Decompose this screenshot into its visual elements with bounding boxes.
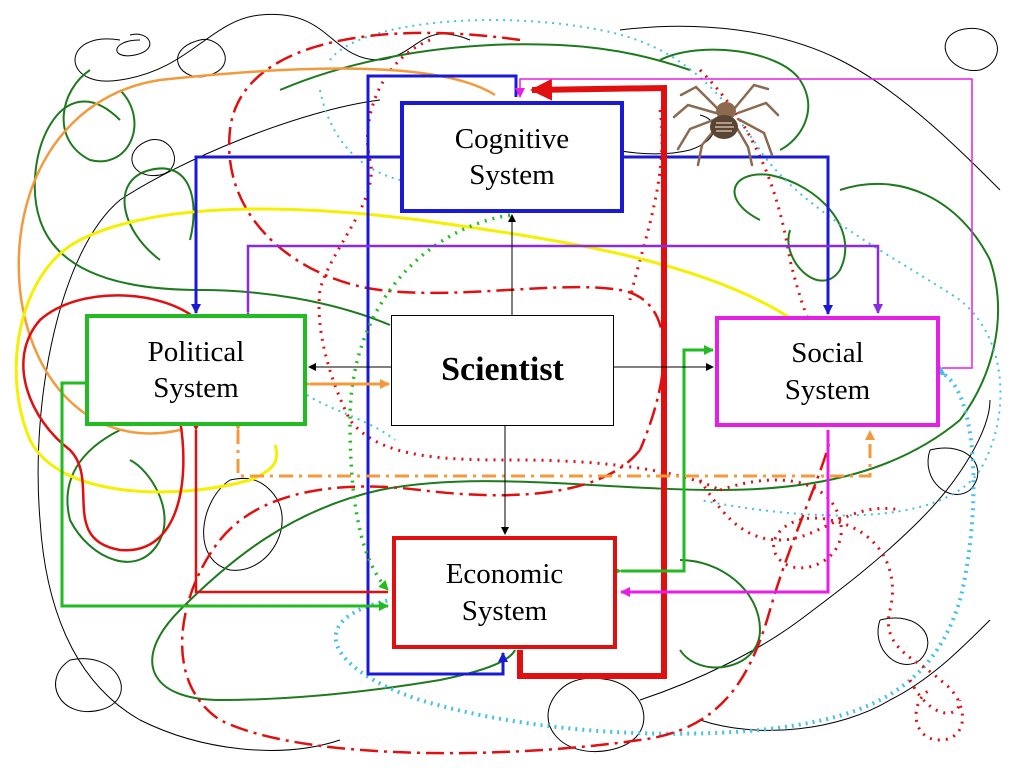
red-dotted-curve	[698, 479, 901, 542]
scribble-line	[203, 477, 283, 571]
red-dash-dot-curve	[180, 439, 832, 755]
dark-green-curve	[62, 69, 136, 163]
magenta-connectors	[620, 430, 830, 597]
blue-connectors	[191, 74, 833, 676]
yellow-curve	[14, 207, 791, 494]
magenta-connector-social-to-economic	[620, 430, 830, 597]
light-blue-thick-dotted-connector	[333, 363, 976, 736]
dark-green-curve	[839, 182, 1000, 421]
red-thick-connector-economic-to-cognitive	[517, 78, 667, 679]
node-social-system: Social System	[715, 316, 940, 427]
scribble-line	[639, 399, 991, 701]
scribble-line	[131, 139, 175, 177]
node-cognitive-system: Cognitive System	[400, 101, 624, 213]
node-label-line: Political	[147, 335, 245, 368]
node-political-system: Political System	[85, 314, 307, 426]
scribble-line	[877, 617, 929, 665]
node-label-line: Cognitive	[454, 122, 570, 155]
purple-connector-political-social	[243, 244, 883, 321]
orange-dashed-connector-political-social	[233, 421, 875, 478]
node-label: Scientist	[441, 351, 564, 389]
scribble-line	[116, 33, 151, 57]
scientist-arrows	[308, 214, 714, 535]
scribble-line	[619, 25, 1001, 191]
node-label-line: System	[469, 159, 555, 191]
scribble-line	[74, 13, 471, 82]
node-label-line: System	[461, 594, 548, 627]
dark-green-curve	[279, 43, 691, 91]
scribble-line	[927, 447, 979, 495]
dark-green-curve	[679, 559, 762, 669]
dark-green-curve	[123, 167, 195, 261]
dark-green-curve	[733, 173, 847, 282]
blue-connector-cognitive-to-social	[624, 155, 833, 315]
dark-green-curve	[66, 429, 166, 563]
light-blue-dotted-curve	[319, 89, 401, 181]
scribble-line	[37, 99, 381, 751]
spider-icon	[672, 83, 780, 167]
blue-connector-cognitive-to-economic	[366, 74, 518, 676]
scribble-line	[55, 658, 122, 712]
red-connector-political-economic	[191, 421, 388, 594]
green-connector-economic-social	[612, 345, 714, 576]
light-blue-dotted-curve	[329, 19, 1002, 517]
orange-curve	[17, 67, 496, 435]
scribble-line	[177, 38, 226, 78]
node-label-line: Social	[791, 337, 864, 370]
dark-green-curve	[659, 48, 810, 151]
scribble-line	[699, 619, 991, 731]
node-label-line: System	[784, 373, 871, 406]
node-scientist: Scientist	[391, 315, 614, 426]
green-connector-political-to-economic	[60, 381, 389, 611]
green-connectors	[60, 345, 714, 611]
red-dotted-curve	[628, 109, 664, 301]
red-dotted-curve	[317, 38, 721, 492]
red-freehand-connector	[22, 294, 206, 552]
dark-green-curve	[33, 100, 391, 326]
green-dotted-connector	[348, 213, 511, 592]
magenta-thin-connector-social-to-cognitive	[515, 78, 973, 369]
scribble-line	[944, 27, 998, 71]
node-label-line: Economic	[445, 558, 564, 591]
light-blue-dotted-curves	[306, 19, 1002, 517]
blue-connector-cognitive-to-political	[191, 155, 400, 314]
red-dotted-curve	[908, 679, 962, 715]
node-economic-system: Economic System	[392, 536, 617, 649]
node-label-line: System	[153, 372, 239, 404]
